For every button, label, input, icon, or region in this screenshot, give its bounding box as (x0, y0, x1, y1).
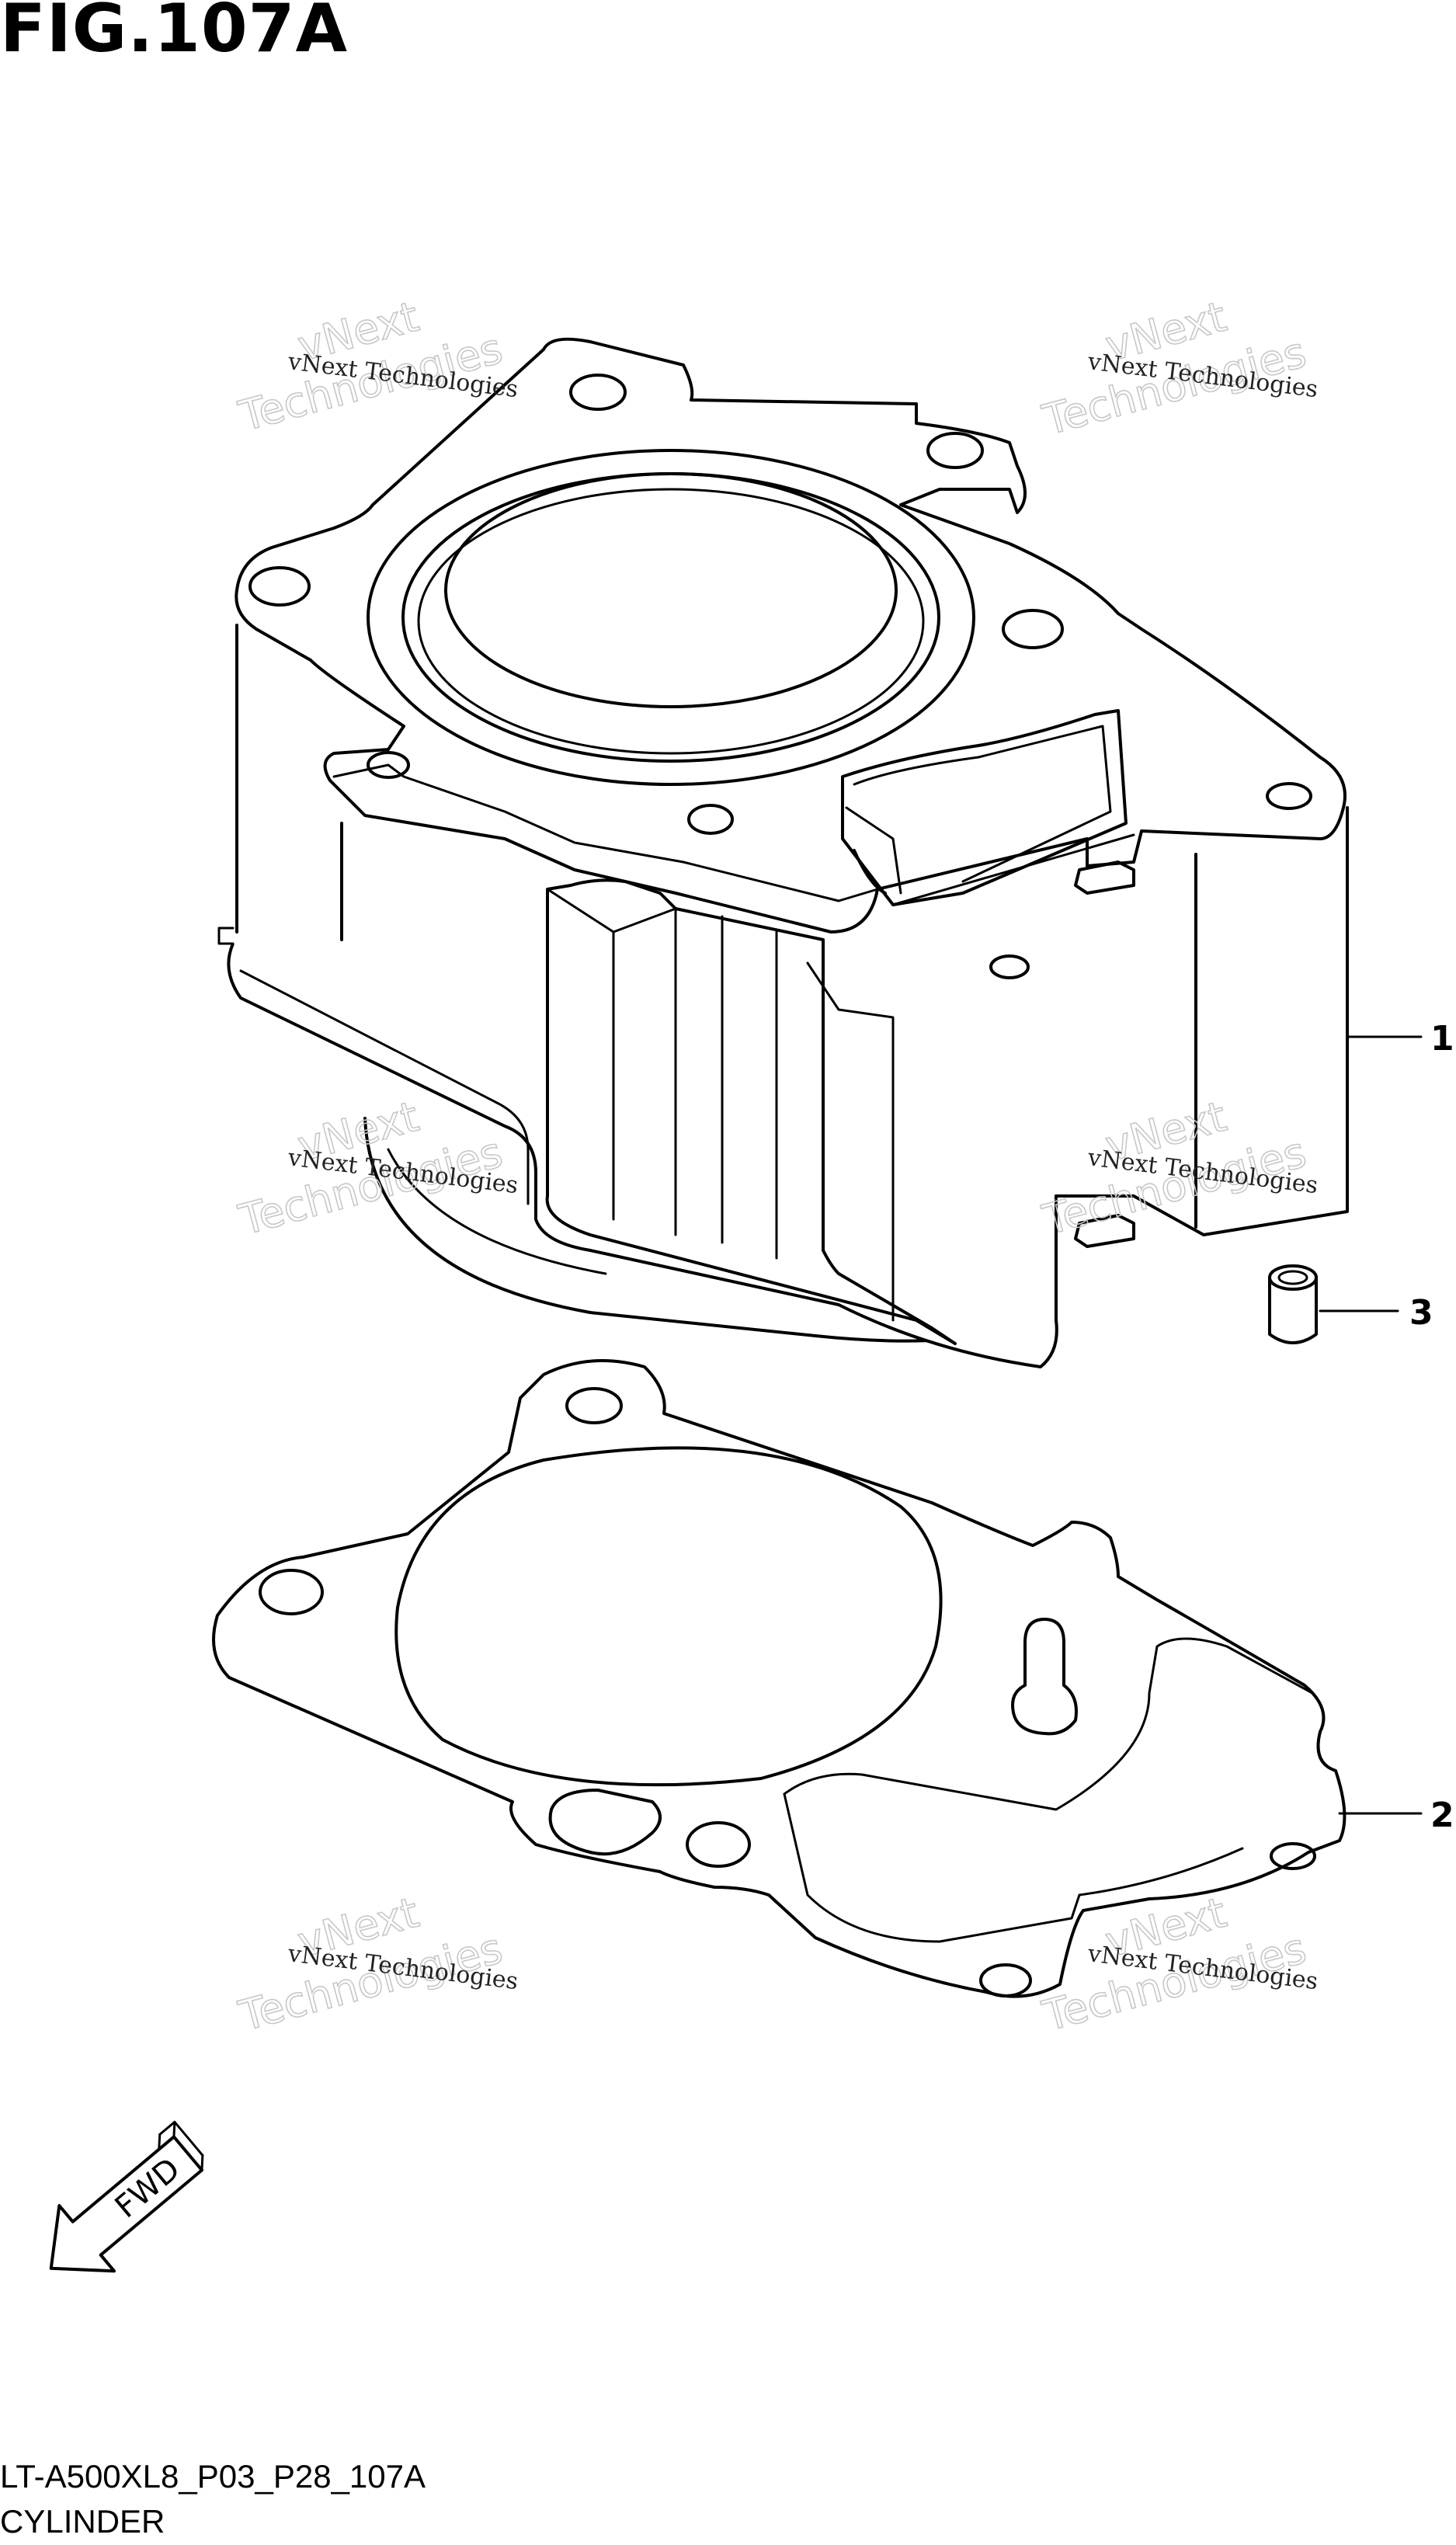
figure-title: FIG.107A (0, 0, 349, 68)
callout-1: 1 (1346, 1019, 1454, 1059)
cylinder-part (217, 337, 1349, 1368)
callout-2-label: 2 (1430, 1796, 1454, 1835)
cylinder-gasket-part (212, 1359, 1347, 1998)
figure-name: CYLINDER (0, 2503, 165, 2540)
dowel-pin-part (1268, 1264, 1318, 1344)
watermark-top-right: vNext Technologies vNext Technologies (1037, 291, 1319, 446)
callout-1-label: 1 (1430, 1019, 1454, 1059)
callout-2: 2 (1338, 1796, 1454, 1835)
callout-3: 3 (1319, 1293, 1433, 1333)
watermark-bottom-left: vNext Technologies vNext Technologies (233, 1887, 520, 2042)
watermark-mid-left: vNext Technologies vNext Technologies (233, 1091, 520, 1246)
callout-3-label: 3 (1409, 1293, 1433, 1333)
figure-code: LT-A500XL8_P03_P28_107A (0, 2458, 426, 2495)
fwd-arrow-icon: FWD (49, 2120, 204, 2273)
